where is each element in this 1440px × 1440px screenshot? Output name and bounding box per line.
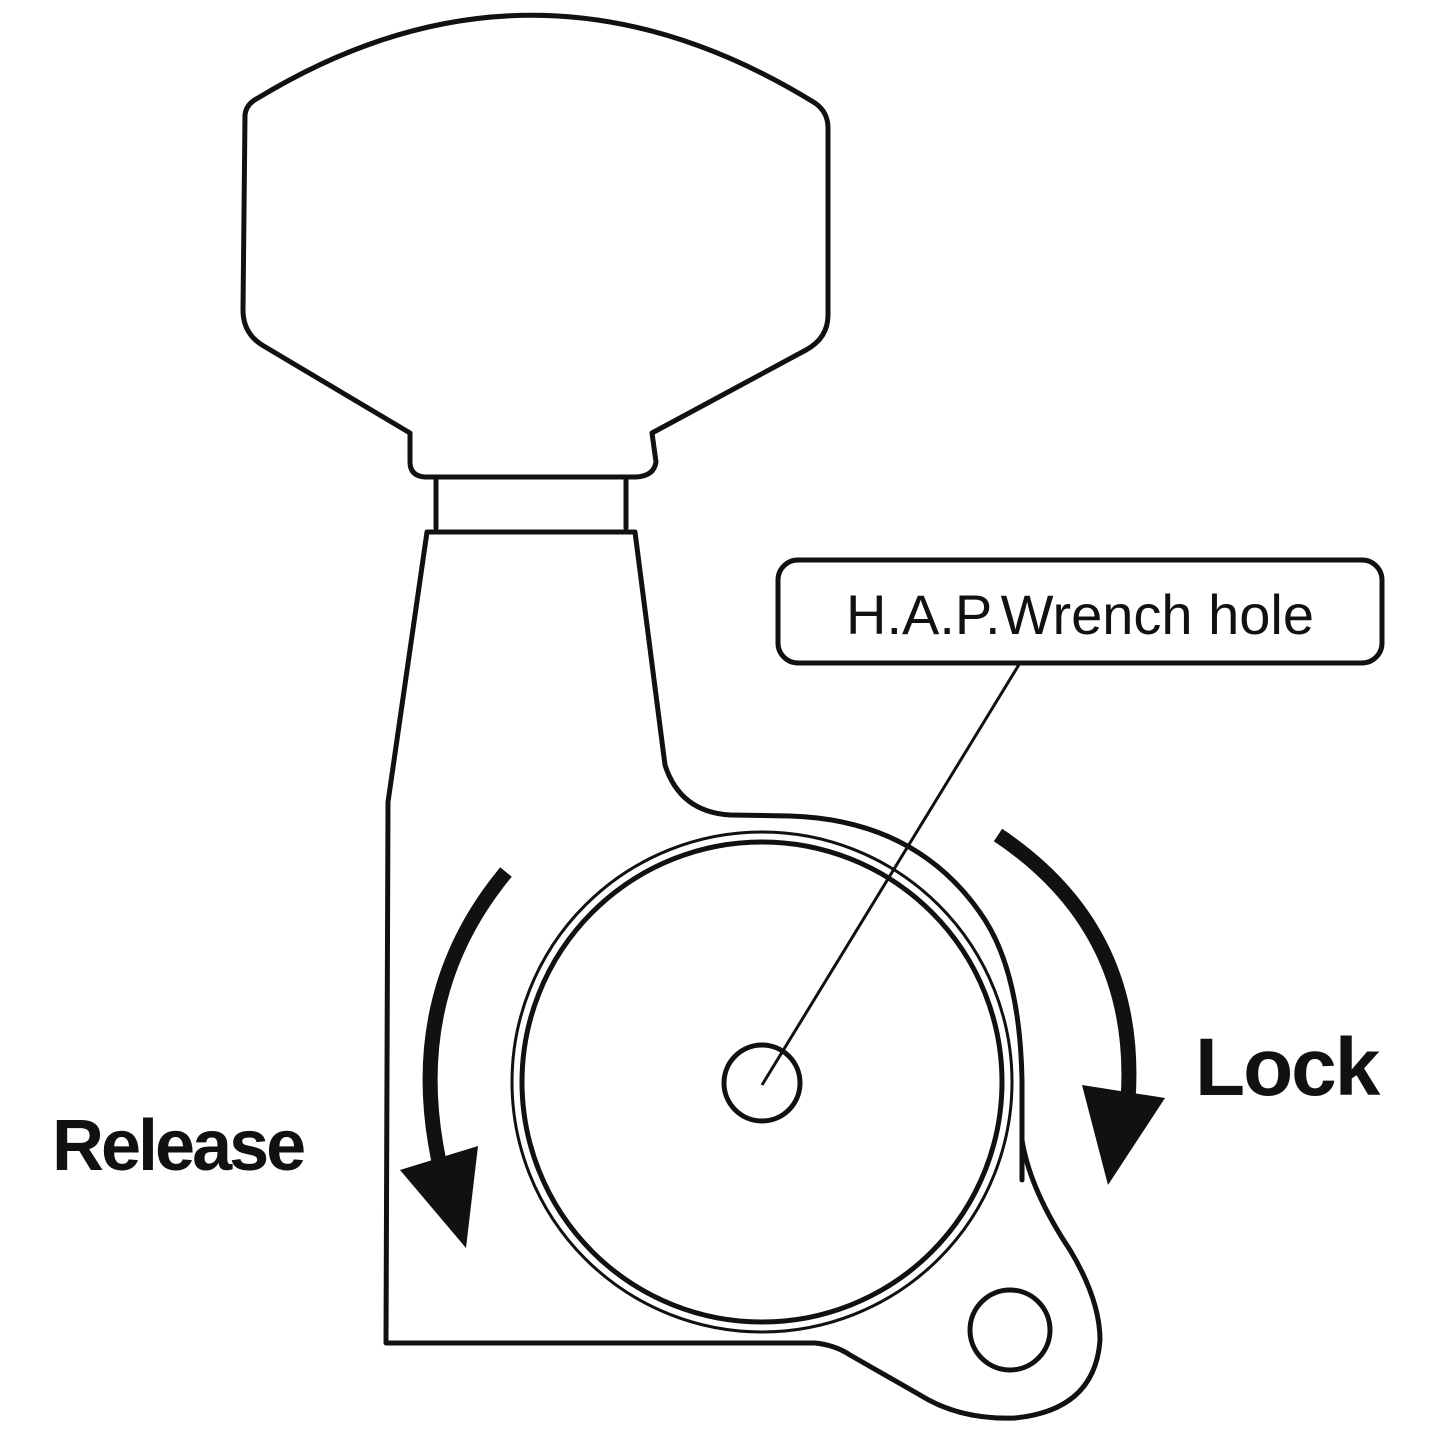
release-label: Release bbox=[52, 1106, 304, 1186]
lock-arrow-shaft bbox=[993, 828, 1137, 1101]
post-outer-ring bbox=[510, 830, 1014, 1334]
post-inner-ring bbox=[519, 839, 1005, 1325]
release-arrow-shaft bbox=[422, 867, 512, 1177]
tuner-housing bbox=[383, 529, 1103, 1421]
release-arrowhead-icon bbox=[400, 1146, 478, 1248]
lock-arrowhead-icon bbox=[1082, 1085, 1165, 1185]
callout-label: H.A.P.Wrench hole bbox=[846, 583, 1314, 646]
wrench-hole bbox=[721, 1042, 803, 1124]
tuner-knob bbox=[240, 12, 831, 480]
lock-label: Lock bbox=[1195, 1022, 1381, 1113]
callout-leader-line bbox=[760, 662, 1022, 1086]
mounting-screw-hole bbox=[967, 1287, 1053, 1373]
callout-box bbox=[775, 557, 1385, 666]
